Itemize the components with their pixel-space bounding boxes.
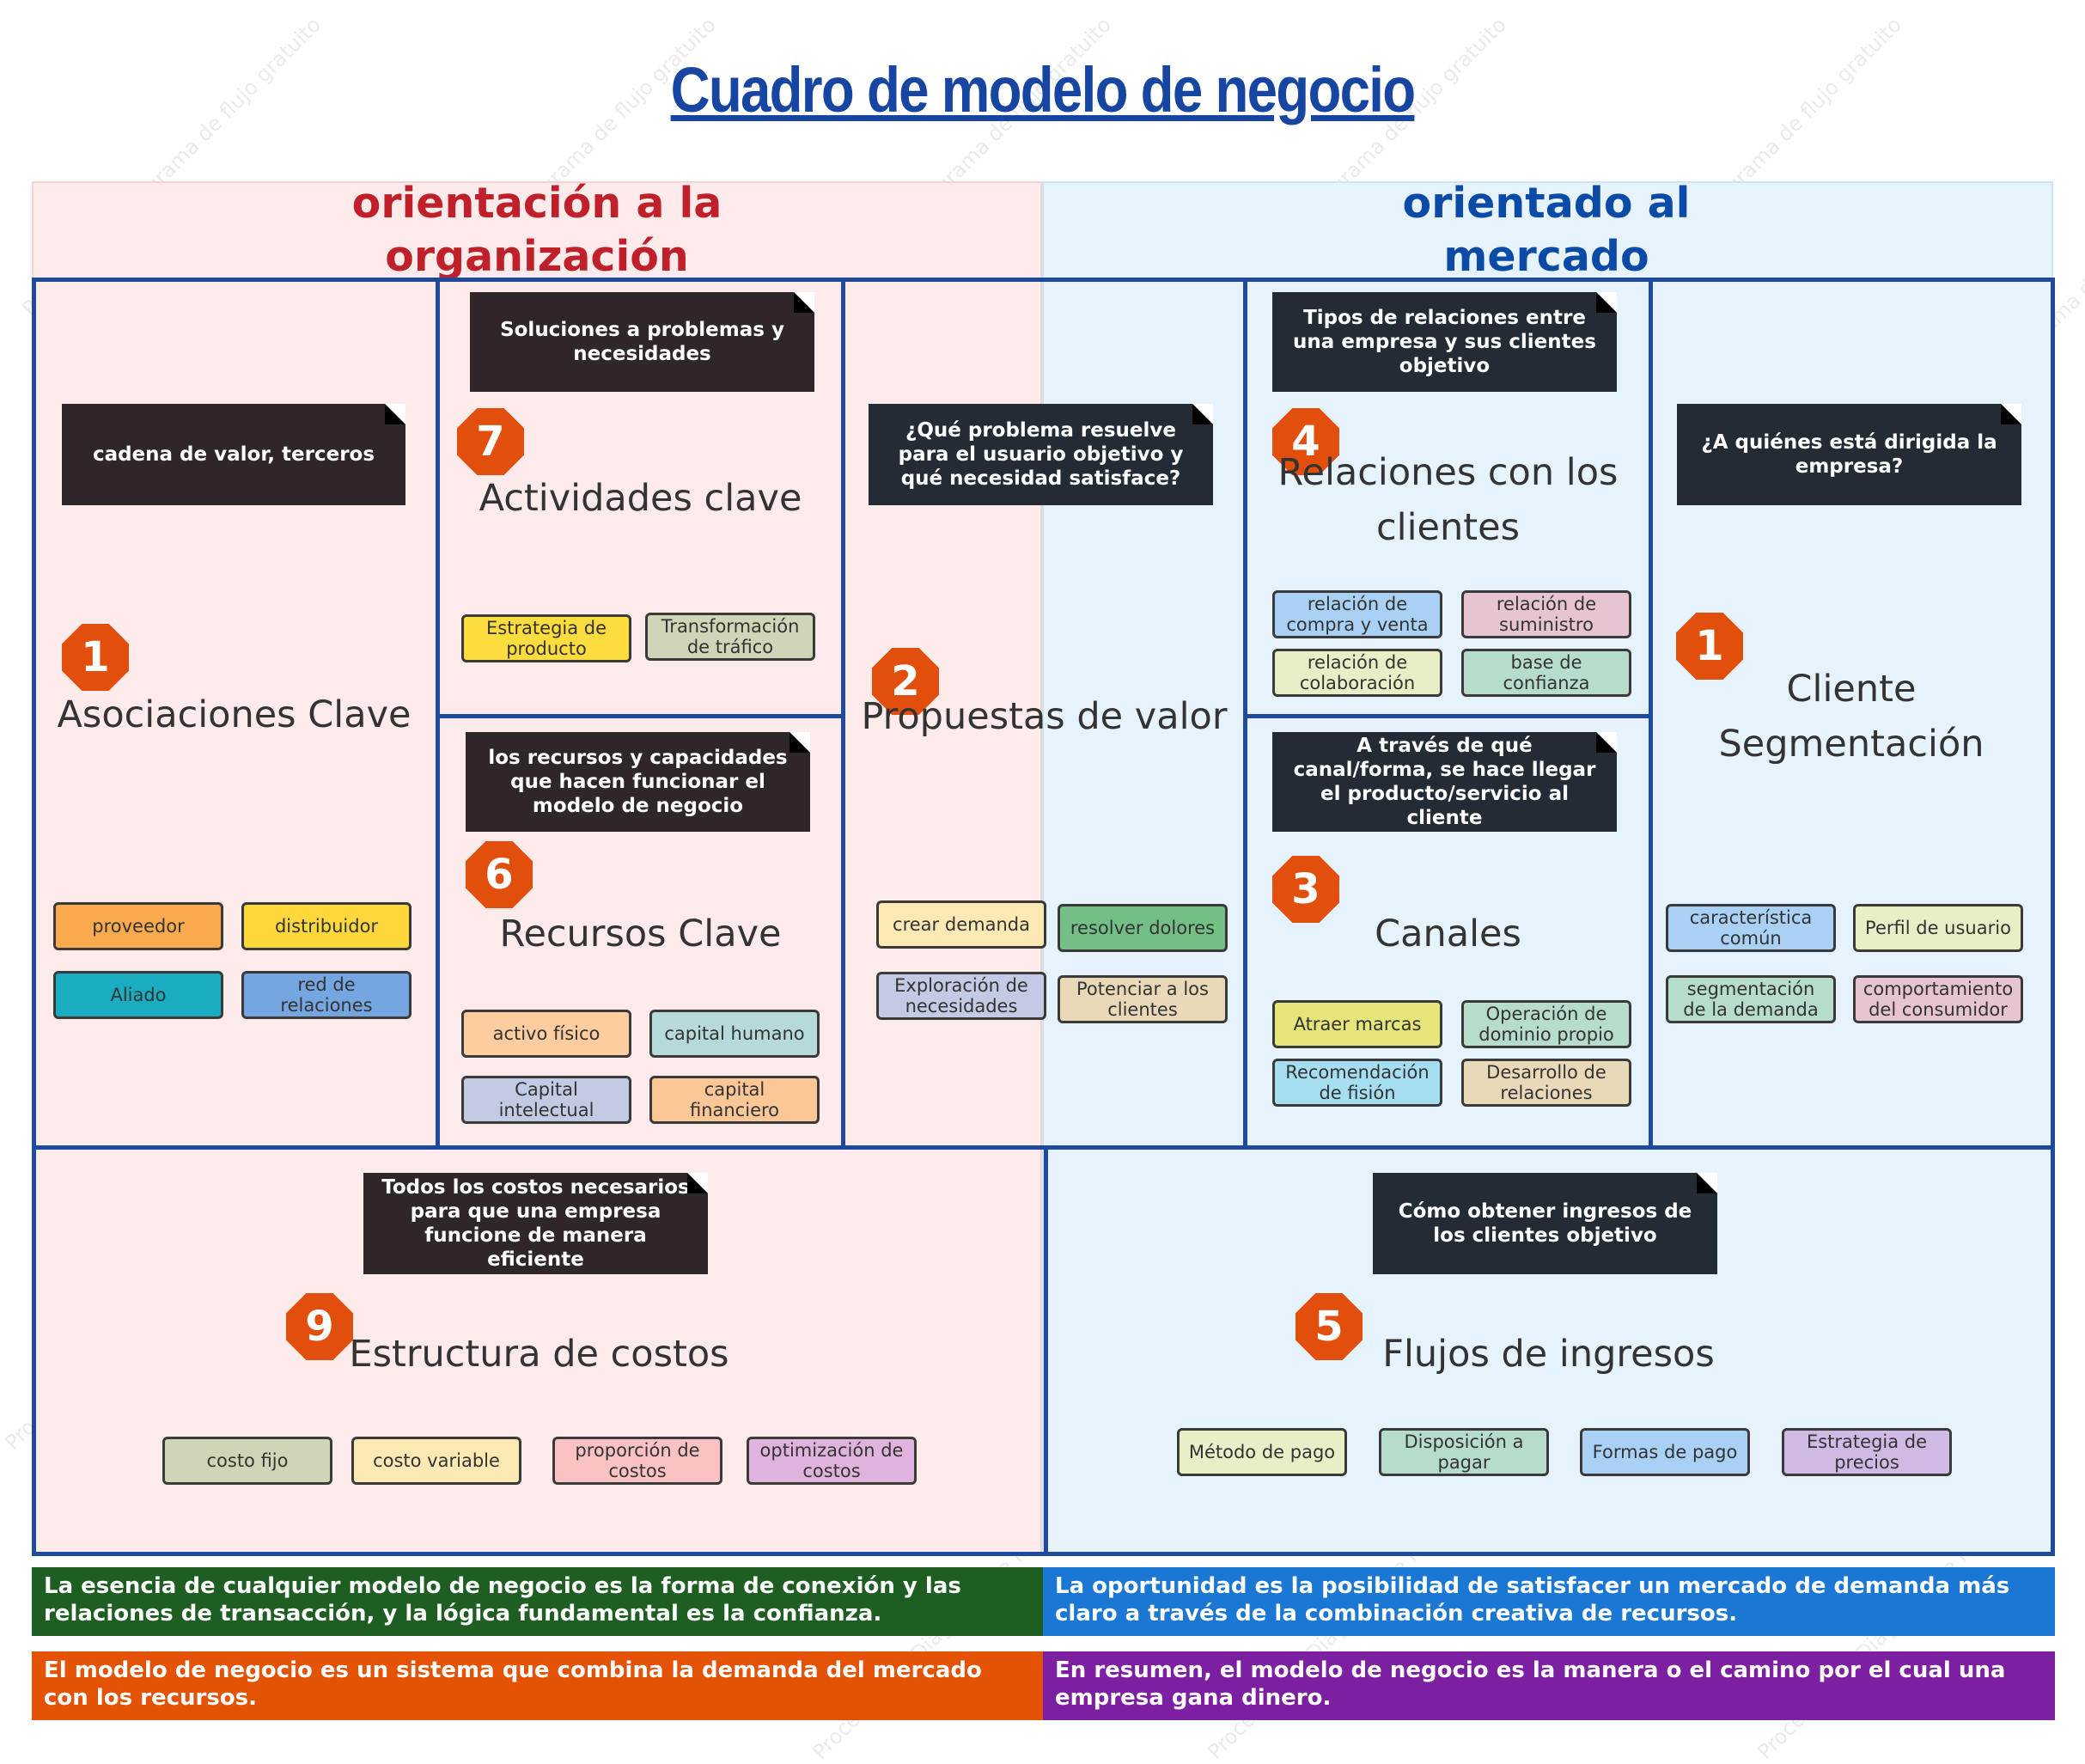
key-activities-note: Soluciones a problemas y necesidades — [470, 292, 814, 392]
footer-bar-essence: La esencia de cualquier modelo de negoci… — [32, 1567, 1043, 1636]
tag-segmentacion-de-la-demanda: segmentación de la demanda — [1666, 975, 1836, 1023]
tag-activo-fisico: activo físico — [461, 1010, 631, 1058]
tag-caracteristica-comun: característica común — [1666, 904, 1836, 952]
tag-capital-intelectual: Capital intelectual — [461, 1076, 631, 1124]
key-resources-note: los recursos y capacidades que hacen fun… — [466, 732, 810, 832]
key-resources-title: Recursos Clave — [499, 913, 782, 955]
tag-aliado: Aliado — [53, 971, 223, 1019]
tag-base-de-confianza: base de confianza — [1461, 649, 1631, 697]
tag-desarrollo-de-relaciones: Desarrollo de relaciones — [1461, 1059, 1631, 1107]
tag-capital-humano: capital humano — [649, 1010, 820, 1058]
tag-disposicion-a-pagar: Disposición a pagar — [1379, 1428, 1549, 1476]
tag-metodo-de-pago: Método de pago — [1177, 1428, 1347, 1476]
tag-comportamiento-del-consumidor: comportamiento del consumidor — [1853, 975, 2023, 1023]
customer-segments-title: Cliente Segmentación — [1718, 668, 1984, 766]
customer-relationships-badge: 4 — [1272, 408, 1339, 475]
customer-relationships-title: Relaciones con los clientes — [1277, 451, 1619, 549]
tag-costo-variable: costo variable — [351, 1437, 521, 1485]
tag-exploracion-de-necesidades: Exploración de necesidades — [876, 972, 1046, 1020]
tag-proporcion-de-costos: proporción de costos — [552, 1437, 722, 1485]
channels-note: A través de qué canal/forma, se hace lle… — [1272, 732, 1617, 832]
tag-recomendacion-de-fision: Recomendación de fisión — [1272, 1059, 1442, 1107]
tag-relacion-de-compra-y-venta: relación de compra y venta — [1272, 590, 1442, 638]
tag-optimizacion-de-costos: optimización de costos — [747, 1437, 917, 1485]
key-partners-badge: 1 — [62, 624, 129, 691]
key-partners-title: Asociaciones Clave — [57, 693, 412, 736]
tag-capital-financiero: capital financiero — [649, 1076, 820, 1124]
value-propositions-note: ¿Qué problema resuelve para el usuario o… — [869, 404, 1213, 505]
tag-distribuidor: distribuidor — [241, 902, 412, 950]
tag-relacion-de-suministro: relación de suministro — [1461, 590, 1631, 638]
tag-estrategia-de-producto: Estrategia de producto — [461, 614, 631, 662]
cost-structure-note: Todos los costos necesarios para que una… — [363, 1173, 708, 1274]
tag-relacion-de-colaboracion: relación de colaboración — [1272, 649, 1442, 697]
tag-potenciar-a-los-clientes: Potenciar a los clientes — [1058, 975, 1228, 1023]
value-propositions-title: Propuestas de valor — [861, 695, 1228, 738]
cost-structure-badge: 9 — [286, 1293, 353, 1360]
customer-relationships-note: Tipos de relaciones entre una empresa y … — [1272, 292, 1617, 392]
customer-segments-badge: 1 — [1676, 613, 1743, 680]
channels-badge: 3 — [1272, 856, 1339, 923]
key-resources-badge: 6 — [466, 841, 533, 908]
revenue-streams-title: Flujos de ingresos — [1382, 1333, 1715, 1376]
tag-crear-demanda: crear demanda — [876, 900, 1046, 949]
tag-operacion-de-dominio-propio: Operación de dominio propio — [1461, 1000, 1631, 1048]
channels-title: Canales — [1375, 913, 1521, 955]
key-partners-note: cadena de valor, terceros — [62, 404, 405, 505]
tag-perfil-de-usuario: Perfil de usuario — [1853, 904, 2023, 952]
revenue-streams-badge: 5 — [1296, 1293, 1363, 1360]
value-propositions-badge: 2 — [872, 648, 939, 715]
key-activities-badge: 7 — [457, 408, 524, 475]
key-activities-title: Actividades clave — [479, 477, 802, 520]
tag-costo-fijo: costo fijo — [162, 1437, 332, 1485]
organization-heading: orientación a la organización — [351, 179, 722, 281]
footer-bar-summary: En resumen, el modelo de negocio es la m… — [1043, 1651, 2055, 1720]
cost-structure-title: Estructura de costos — [349, 1333, 729, 1376]
tag-proveedor: proveedor — [53, 902, 223, 950]
tag-red-de-relaciones: red de relaciones — [241, 971, 412, 1019]
footer-bar-system: El modelo de negocio es un sistema que c… — [32, 1651, 1043, 1720]
footer-bar-opportunity: La oportunidad es la posibilidad de sati… — [1043, 1567, 2055, 1636]
tag-transformacion-de-trafico: Transformación de tráfico — [645, 613, 815, 661]
page-title: Cuadro de modelo de negocio — [670, 54, 1417, 125]
customer-segments-note: ¿A quiénes está dirigida la empresa? — [1677, 404, 2021, 505]
revenue-streams-note: Cómo obtener ingresos de los clientes ob… — [1373, 1173, 1717, 1274]
tag-estrategia-de-precios: Estrategia de precios — [1782, 1428, 1952, 1476]
tag-atraer-marcas: Atraer marcas — [1272, 1000, 1442, 1048]
tag-formas-de-pago: Formas de pago — [1580, 1428, 1750, 1476]
tag-resolver-dolores: resolver dolores — [1058, 904, 1228, 952]
revenue-streams-cell — [1044, 1145, 2055, 1556]
market-heading: orientado al mercado — [1402, 179, 1691, 281]
